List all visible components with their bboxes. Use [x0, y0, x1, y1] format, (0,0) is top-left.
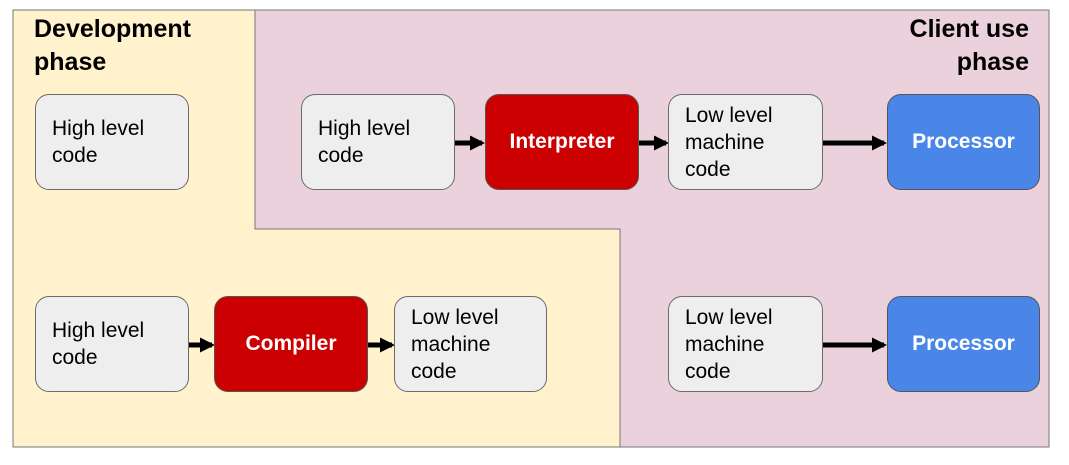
interpreter-processor-box: Processor: [887, 94, 1040, 190]
compiler-processor-box: Processor: [887, 296, 1040, 392]
interpreter-output-code-box: Low level machine code: [668, 94, 823, 190]
development-phase-title: Development phase: [34, 15, 191, 76]
client-phase-title: Client use phase: [909, 15, 1029, 76]
interpreter-source-code-box: High level code: [301, 94, 455, 190]
compiler-output-code-box: Low level machine code: [394, 296, 547, 392]
client-machine-code-box: Low level machine code: [668, 296, 823, 392]
compiler-box: Compiler: [214, 296, 368, 392]
dev-source-code-box: High level code: [35, 94, 189, 190]
compiler-source-code-box: High level code: [35, 296, 189, 392]
interpreter-box: Interpreter: [485, 94, 639, 190]
